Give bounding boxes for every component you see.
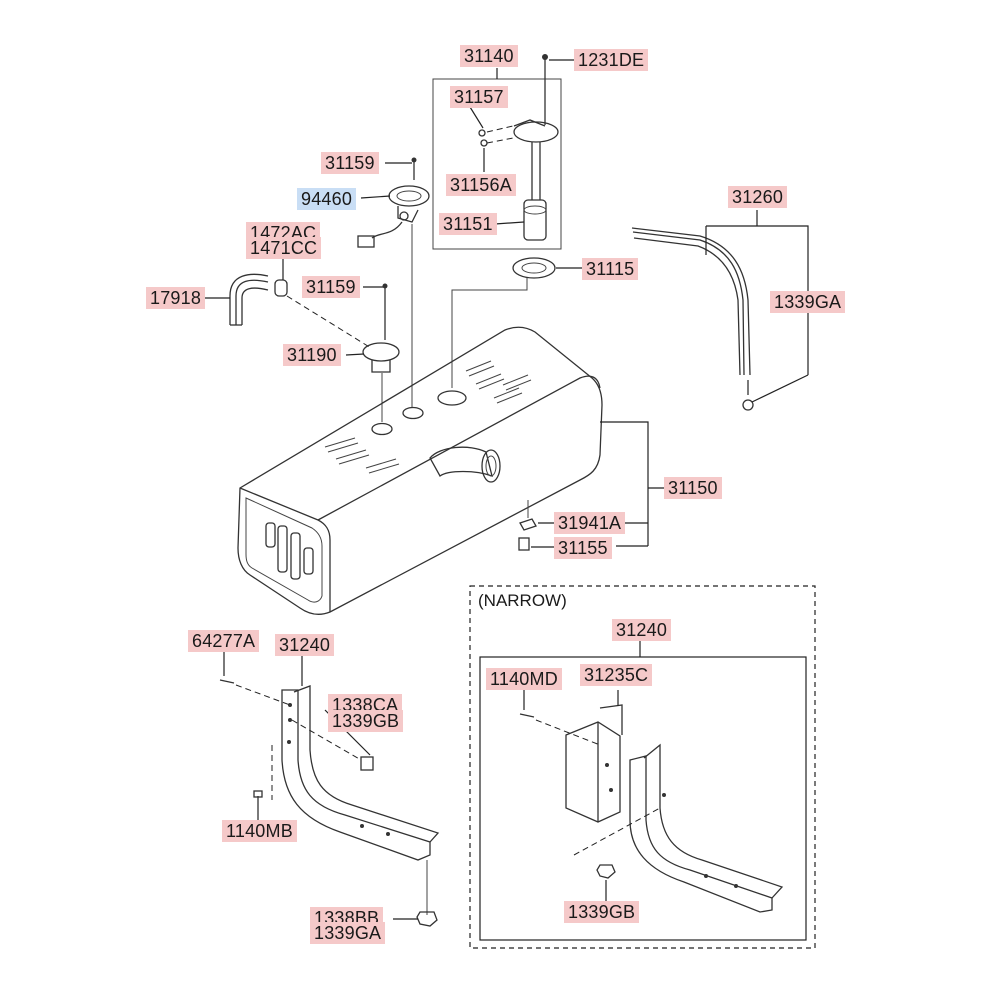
part-label-31155[interactable]: 31155 [554, 537, 612, 559]
gasket-31115 [451, 257, 584, 388]
part-label-31240-narrow[interactable]: 31240 [612, 619, 672, 641]
part-label-1140md[interactable]: 1140MD [486, 668, 562, 690]
part-label-31235c[interactable]: 31235C [580, 664, 653, 686]
part-label-1231de[interactable]: 1231DE [574, 49, 649, 71]
fitting-31190 [345, 283, 400, 422]
part-label-31115[interactable]: 31115 [582, 258, 639, 280]
part-label-31240-left[interactable]: 31240 [275, 634, 335, 656]
part-label-31140[interactable]: 31140 [460, 45, 518, 67]
part-label-1339gb-narrow[interactable]: 1339GB [564, 901, 640, 923]
part-label-1339gb-left[interactable]: 1339GB [328, 710, 404, 732]
narrow-variant-title: (NARROW) [478, 591, 567, 610]
fuel-gauge-unit [357, 157, 430, 408]
part-label-1140mb[interactable]: 1140MB [222, 820, 297, 842]
part-label-31159-top[interactable]: 31159 [321, 152, 379, 174]
part-label-31260[interactable]: 31260 [728, 186, 788, 208]
tank-strap [631, 210, 809, 411]
part-label-31159-lower[interactable]: 31159 [302, 276, 360, 298]
part-label-31157[interactable]: 31157 [450, 86, 508, 108]
fuel-tank-body [237, 326, 665, 615]
part-label-17918[interactable]: 17918 [146, 287, 206, 309]
part-label-94460[interactable]: 94460 [297, 188, 357, 210]
narrow-variant-group [469, 585, 816, 949]
sender-module-group [432, 54, 575, 250]
part-label-31156a[interactable]: 31156A [446, 174, 516, 196]
part-label-31190[interactable]: 31190 [283, 344, 341, 366]
left-bracket-31240 [219, 650, 440, 927]
part-label-1339ga-bottom[interactable]: 1339GA [310, 922, 386, 944]
part-label-31151[interactable]: 31151 [439, 213, 497, 235]
part-label-64277a[interactable]: 64277A [188, 630, 260, 652]
part-label-1339ga-strap[interactable]: 1339GA [770, 291, 846, 313]
part-label-31941a[interactable]: 31941A [554, 512, 626, 534]
part-label-31150[interactable]: 31150 [664, 477, 722, 499]
part-label-1471cc[interactable]: 1471CC [246, 237, 322, 259]
vent-hose [205, 257, 372, 349]
